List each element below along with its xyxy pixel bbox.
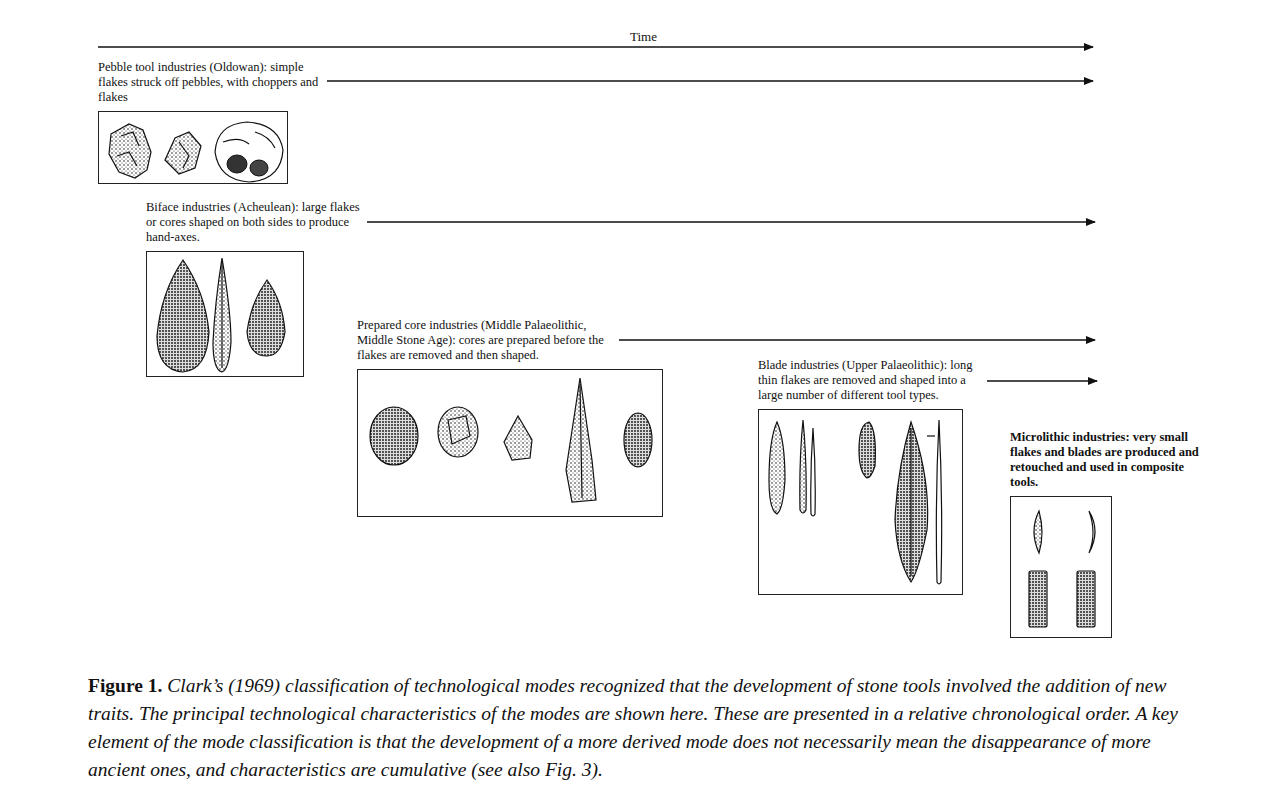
mode-description: Biface industries (Acheulean): large fla… [146,200,361,245]
mode-description: Pebble tool industries (Oldowan): simple… [98,60,323,105]
stone-tools [358,370,664,518]
stone-tools [1011,497,1113,639]
tool-panel [758,409,963,595]
tool-panel [1010,496,1112,638]
stone-tools [759,410,964,596]
industry-mode: Biface industries (Acheulean): large fla… [146,200,361,377]
duration-arrow [987,380,1097,381]
mode-description: Microlithic industries: very small flake… [1010,430,1200,490]
mode-description: Prepared core industries (Middle Palaeol… [357,318,612,363]
time-axis [98,46,1093,47]
stone-tools [147,252,305,378]
tool-panel [98,111,288,184]
tool-panel [357,369,663,517]
axis-label: Time [628,29,659,44]
duration-arrow [327,80,1093,81]
figure-caption: Figure 1. Clark’s (1969) classification … [88,672,1200,784]
industry-mode: Blade industries (Upper Palaeolithic): l… [758,358,973,595]
industry-mode: Microlithic industries: very small flake… [1010,430,1200,638]
duration-arrow [367,221,1095,222]
duration-arrow [619,339,1095,340]
industry-mode: Prepared core industries (Middle Palaeol… [357,318,663,517]
industry-mode: Pebble tool industries (Oldowan): simple… [98,60,323,184]
stone-tools [99,112,289,185]
caption-text: Clark’s (1969) classification of technol… [88,675,1178,780]
tool-panel [146,251,304,377]
figure-number: Figure 1. [88,675,162,696]
mode-description: Blade industries (Upper Palaeolithic): l… [758,358,973,403]
